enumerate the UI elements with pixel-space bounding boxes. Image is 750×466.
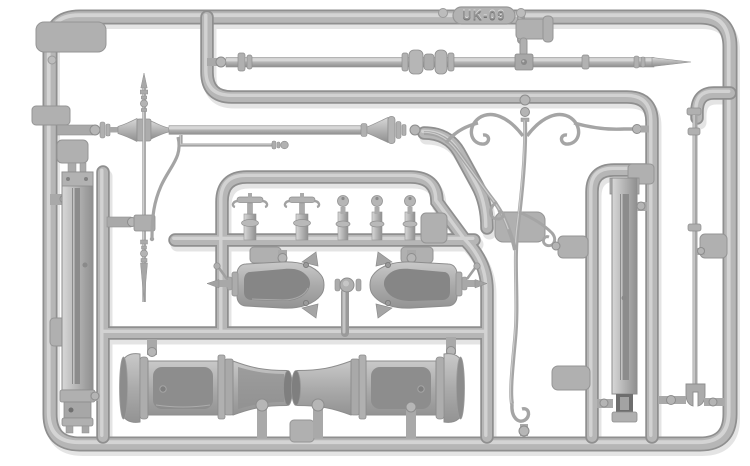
part-valve-knob xyxy=(369,195,385,241)
part-pump-half-right xyxy=(369,251,488,319)
gate-pad xyxy=(289,419,315,443)
gate-pad xyxy=(557,235,589,259)
molding-bump xyxy=(516,8,526,18)
part-valve-knob xyxy=(335,195,351,241)
gate-pad xyxy=(515,18,547,40)
part-channel-post-left xyxy=(50,162,100,434)
gate-pad xyxy=(420,212,448,244)
part-tap-handle xyxy=(283,193,321,241)
molding-bump xyxy=(438,8,448,18)
gate-pad xyxy=(551,365,591,391)
sprue-label-text: UK-09 xyxy=(462,9,506,23)
part-column-base-right xyxy=(291,353,465,423)
gate-pad xyxy=(31,105,71,126)
part-column-base-left xyxy=(119,353,293,423)
part-channel-post-right xyxy=(597,177,647,423)
gate-pad xyxy=(400,246,434,264)
part-scroll-bracket xyxy=(423,94,649,437)
molding-bumps xyxy=(47,8,526,65)
part-finial-rod xyxy=(106,72,156,303)
sprue-label-shadow: UK-09 xyxy=(462,9,506,23)
gate-pad xyxy=(519,37,528,57)
gate-pads xyxy=(31,15,728,443)
gate-pad xyxy=(699,233,728,259)
part-tap-handles xyxy=(231,193,418,241)
part-valve-knob xyxy=(402,195,418,241)
gate-pad xyxy=(56,139,89,164)
part-clevis-rod xyxy=(658,107,724,407)
gate-pad xyxy=(542,15,554,43)
sprue-label: UK-09 UK-09 UK-09 xyxy=(452,6,516,25)
sprue-label-highlight: UK-09 xyxy=(462,8,506,22)
part-tap-handle xyxy=(231,193,269,241)
part-knob-rod xyxy=(149,134,289,242)
part-upper-column-rod xyxy=(207,49,692,75)
part-column-bases xyxy=(119,337,465,438)
gate-pad xyxy=(249,246,282,264)
gate-pad xyxy=(35,21,107,53)
part-lamp-arm xyxy=(56,116,421,144)
part-pump-halves xyxy=(206,250,488,319)
part-pump-half-left xyxy=(206,251,325,319)
molding-bump xyxy=(47,55,57,65)
